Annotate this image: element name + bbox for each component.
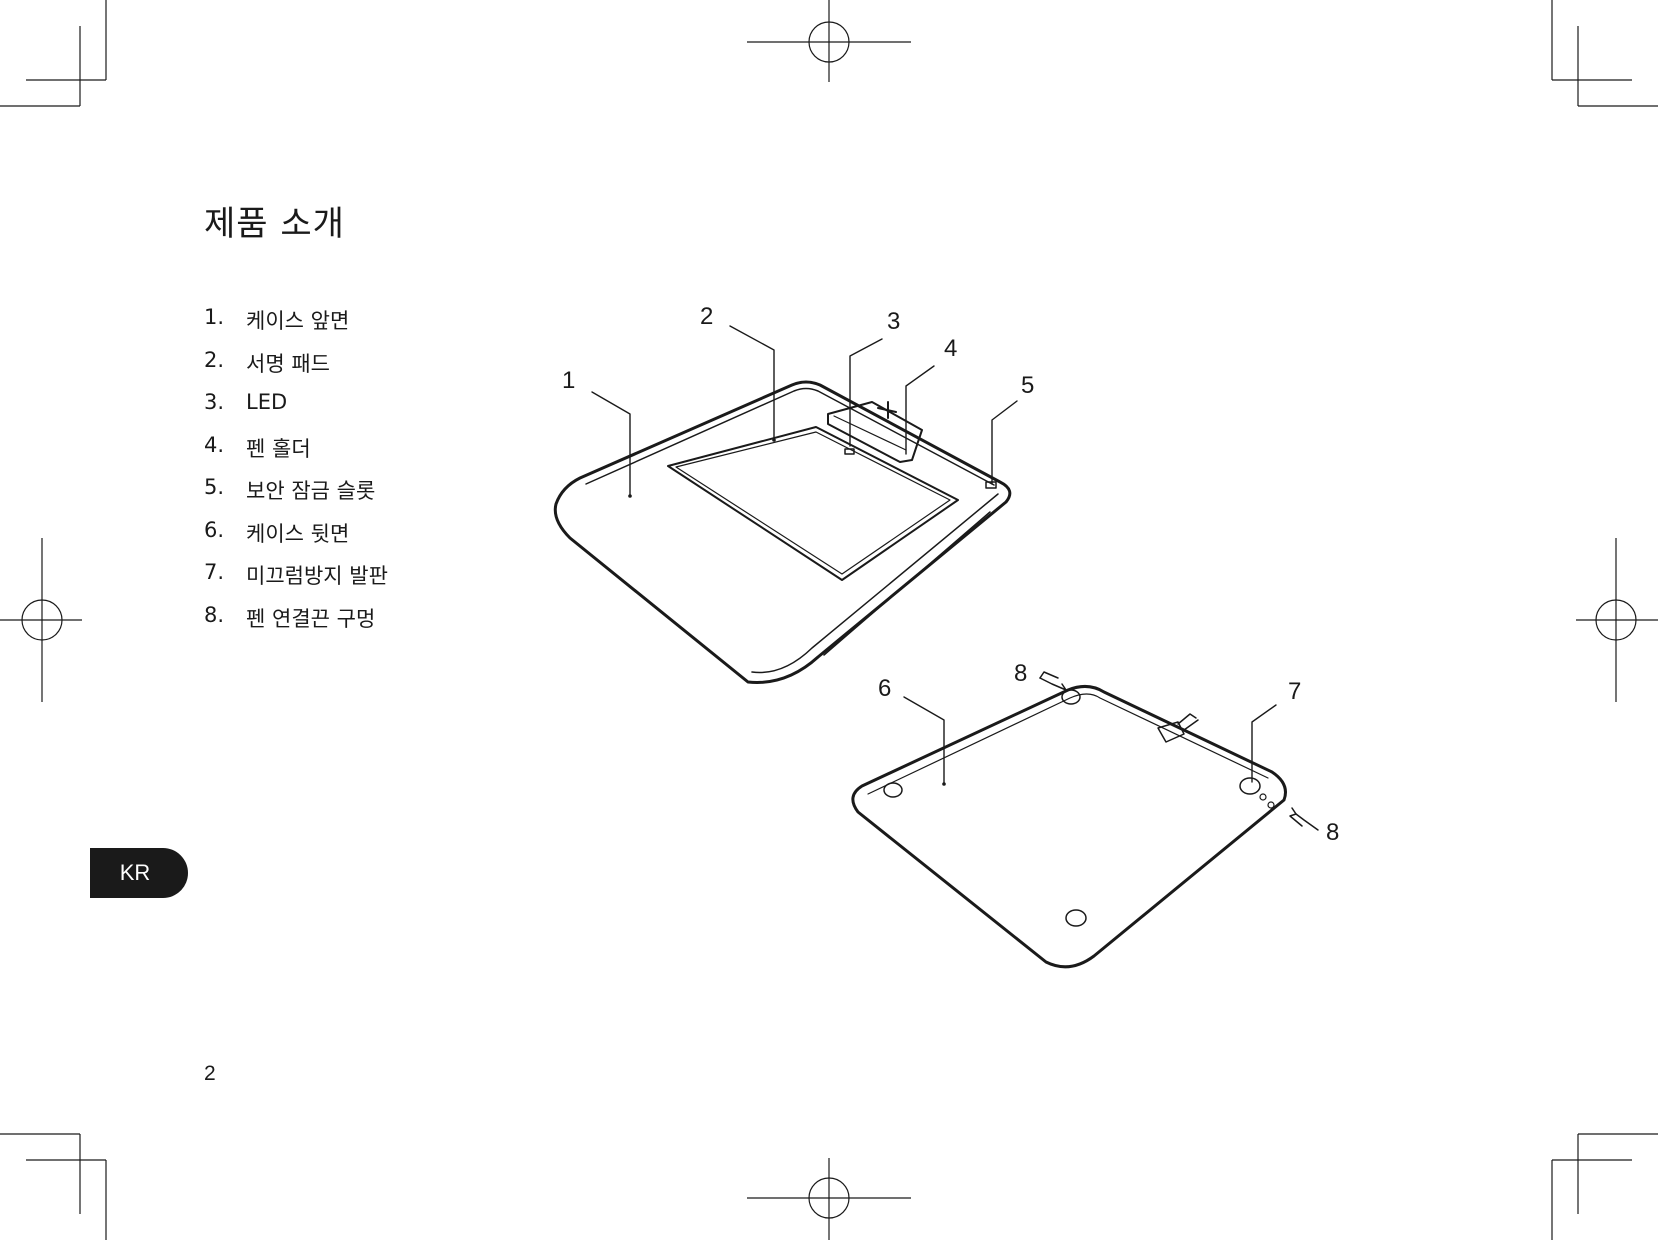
callout-8-top: 8 xyxy=(1014,660,1027,687)
list-item: 5. 보안 잠금 슬롯 xyxy=(204,475,388,518)
item-label: 펜 연결끈 구멍 xyxy=(246,606,376,631)
callout-2: 2 xyxy=(700,303,713,330)
list-item: 1. 케이스 앞면 xyxy=(204,305,388,348)
item-number: 3. xyxy=(204,390,225,414)
item-number: 8. xyxy=(204,602,225,627)
item-label: 서명 패드 xyxy=(246,351,330,376)
callout-3: 3 xyxy=(887,308,900,335)
list-item: 2. 서명 패드 xyxy=(204,348,388,391)
item-number: 2. xyxy=(204,347,225,372)
callout-7: 7 xyxy=(1288,678,1301,705)
list-item: 3. LED xyxy=(204,390,388,433)
callout-6: 6 xyxy=(878,675,891,702)
page-title: 제품 소개 xyxy=(204,204,345,244)
callout-4: 4 xyxy=(944,335,957,362)
page-number: 2 xyxy=(204,1062,216,1085)
callout-1: 1 xyxy=(562,367,575,394)
item-label: LED xyxy=(246,390,288,414)
item-number: 5. xyxy=(204,475,225,499)
item-number: 4. xyxy=(204,432,225,457)
item-label: 보안 잠금 슬롯 xyxy=(246,479,376,503)
item-label: 펜 홀더 xyxy=(246,436,311,461)
list-item: 8. 펜 연결끈 구멍 xyxy=(204,603,388,646)
list-item: 4. 펜 홀더 xyxy=(204,433,388,476)
item-label: 케이스 뒷면 xyxy=(246,521,350,546)
item-label: 케이스 앞면 xyxy=(246,309,350,333)
item-label: 미끄럼방지 발판 xyxy=(246,564,388,588)
list-item: 6. 케이스 뒷면 xyxy=(204,518,388,561)
callout-8-side: 8 xyxy=(1326,819,1339,846)
tablet-back-illustration xyxy=(851,671,1319,969)
item-number: 6. xyxy=(204,517,225,542)
callout-5: 5 xyxy=(1021,372,1034,399)
parts-list: 1. 케이스 앞면 2. 서명 패드 3. LED 4. 펜 홀더 5. 보안 잠금 슬롯… xyxy=(204,305,388,645)
tablet-front-illustration xyxy=(553,380,1012,684)
language-tab: KR xyxy=(90,848,188,898)
list-item: 7. 미끄럼방지 발판 xyxy=(204,560,388,603)
item-number: 7. xyxy=(204,560,225,584)
item-number: 1. xyxy=(204,305,225,329)
